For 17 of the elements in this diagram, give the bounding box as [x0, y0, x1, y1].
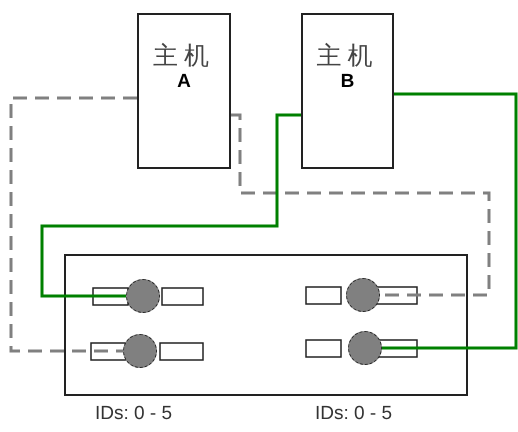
cable-line	[40, 114, 301, 298]
cable-line	[382, 92, 518, 350]
host-box	[301, 13, 394, 169]
port-circle	[123, 334, 157, 368]
host-id: B	[340, 71, 354, 93]
port-circle	[348, 331, 382, 365]
host-title: 主机	[153, 41, 215, 71]
port-circle	[126, 279, 160, 313]
id-range-label: IDs: 0 - 5	[315, 403, 392, 425]
id-range-label: IDs: 0 - 5	[95, 403, 172, 425]
enclosure-box	[64, 254, 468, 396]
host-title: 主机	[316, 41, 378, 71]
port-circle	[346, 278, 380, 312]
host-id: A	[177, 71, 191, 93]
host-box	[137, 13, 231, 169]
cable-line	[231, 114, 490, 296]
cable-line	[10, 96, 137, 352]
